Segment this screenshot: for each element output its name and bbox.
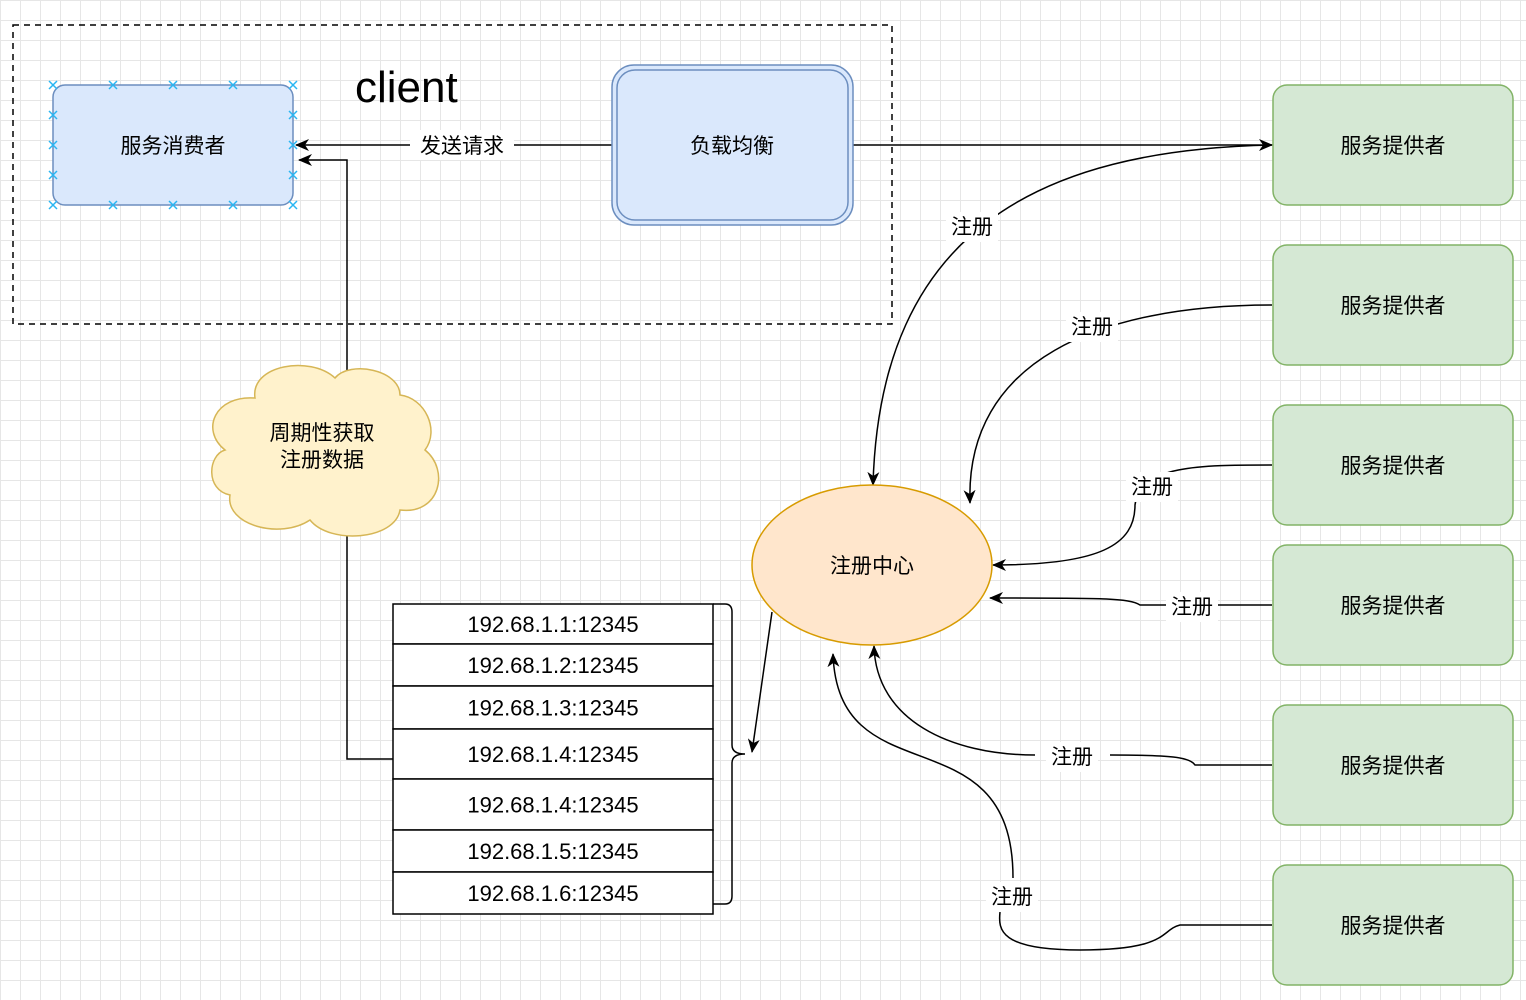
register-label-bg [1126, 472, 1178, 502]
address-row [392, 603, 714, 645]
address-list-bracket [713, 603, 746, 905]
selection-handles [48, 80, 298, 210]
register-edge-6 [998, 911, 1272, 951]
provider-label: 服务提供者 [1341, 294, 1446, 318]
selection-handle-icon[interactable] [228, 200, 238, 210]
address-row-text: 192.68.1.6:12345 [467, 881, 638, 906]
provider-box[interactable] [1272, 244, 1514, 366]
address-row-text: 192.68.1.3:12345 [467, 696, 638, 721]
selection-handle-icon[interactable] [288, 200, 298, 210]
provider-node[interactable]: 服务提供者 [1272, 244, 1514, 366]
address-row [392, 778, 714, 831]
cloud-label-line1: 周期性获取 [270, 421, 375, 445]
address-row-text: 192.68.1.1:12345 [467, 612, 638, 637]
provider-node[interactable]: 服务提供者 [1272, 704, 1514, 826]
address-row [392, 871, 714, 915]
register-label: 注册 [1171, 595, 1213, 619]
selection-handle-icon[interactable] [108, 200, 118, 210]
selection-handle-icon[interactable] [168, 200, 178, 210]
register-label-bg [1046, 742, 1098, 772]
selection-handle-icon[interactable] [48, 170, 58, 180]
load-balancer-inner-border [616, 69, 849, 221]
selection-handle-icon[interactable] [108, 80, 118, 90]
register-label: 注册 [991, 885, 1033, 909]
register-edge-2 [963, 304, 1273, 504]
register-label: 注册 [951, 215, 993, 239]
consumer-label: 服务消费者 [121, 134, 226, 158]
register-edge-6b [827, 653, 1014, 879]
address-row-text: 192.68.1.2:12345 [467, 653, 638, 678]
provider-node[interactable]: 服务提供者 [1272, 84, 1514, 206]
provider-node[interactable]: 服务提供者 [1272, 404, 1514, 526]
provider-node[interactable]: 服务提供者 [1272, 864, 1514, 986]
client-group-title: client [355, 63, 458, 112]
load-balancer-label: 负载均衡 [690, 134, 774, 158]
consumer-node[interactable]: 服务消费者 [48, 80, 298, 210]
register-label: 注册 [1071, 315, 1113, 339]
cloud-node[interactable]: 周期性获取 注册数据 [211, 364, 440, 537]
address-row [392, 728, 714, 780]
address-row [392, 685, 714, 730]
register-edge-4 [989, 592, 1272, 606]
selection-handle-icon[interactable] [48, 200, 58, 210]
address-row [392, 643, 714, 687]
provider-box[interactable] [1272, 704, 1514, 826]
load-balancer-node[interactable]: 负载均衡 [611, 64, 854, 226]
load-balancer-outer-border [611, 64, 854, 226]
provider-box[interactable] [1272, 544, 1514, 666]
selection-handle-icon[interactable] [168, 80, 178, 90]
selection-handle-icon[interactable] [288, 170, 298, 180]
selection-handle-icon[interactable] [48, 110, 58, 120]
address-row-text: 192.68.1.4:12345 [467, 793, 638, 818]
selection-handle-icon[interactable] [288, 80, 298, 90]
address-row-text: 192.68.1.5:12345 [467, 839, 638, 864]
register-label: 注册 [1051, 745, 1093, 769]
send-request-label: 发送请求 [420, 134, 504, 158]
register-label-bg [1066, 312, 1118, 342]
address-row-text: 192.68.1.4:12345 [467, 742, 638, 767]
cloud-shape [211, 364, 440, 537]
send-request-label-bg [410, 130, 514, 160]
address-list: 192.68.1.1:12345 192.68.1.2:12345 192.68.1… [392, 603, 714, 915]
registry-ellipse[interactable] [751, 484, 993, 646]
register-edge-5 [1109, 754, 1272, 766]
selection-handle-icon[interactable] [288, 140, 298, 150]
register-edge-3 [992, 464, 1273, 571]
provider-label: 服务提供者 [1341, 454, 1446, 478]
registry-label: 注册中心 [830, 554, 914, 578]
selection-handle-icon[interactable] [228, 80, 238, 90]
register-label-bg [1166, 592, 1218, 622]
provider-label: 服务提供者 [1341, 914, 1446, 938]
register-label-bg [986, 882, 1038, 912]
selection-handle-icon[interactable] [48, 140, 58, 150]
provider-box[interactable] [1272, 84, 1514, 206]
address-row [392, 829, 714, 873]
registry-node[interactable]: 注册中心 [751, 484, 993, 646]
provider-label: 服务提供者 [1341, 134, 1446, 158]
provider-label: 服务提供者 [1341, 754, 1446, 778]
register-label: 注册 [1131, 475, 1173, 499]
provider-box[interactable] [1272, 404, 1514, 526]
provider-label: 服务提供者 [1341, 594, 1446, 618]
registry-to-list-edge [747, 611, 773, 753]
cloud-label-line2: 注册数据 [280, 448, 364, 472]
register-label-bg [946, 212, 998, 242]
register-edge-5b [868, 645, 1036, 756]
provider-box[interactable] [1272, 864, 1514, 986]
provider-node[interactable]: 服务提供者 [1272, 544, 1514, 666]
selection-handle-icon[interactable] [288, 110, 298, 120]
selection-handle-icon[interactable] [48, 80, 58, 90]
